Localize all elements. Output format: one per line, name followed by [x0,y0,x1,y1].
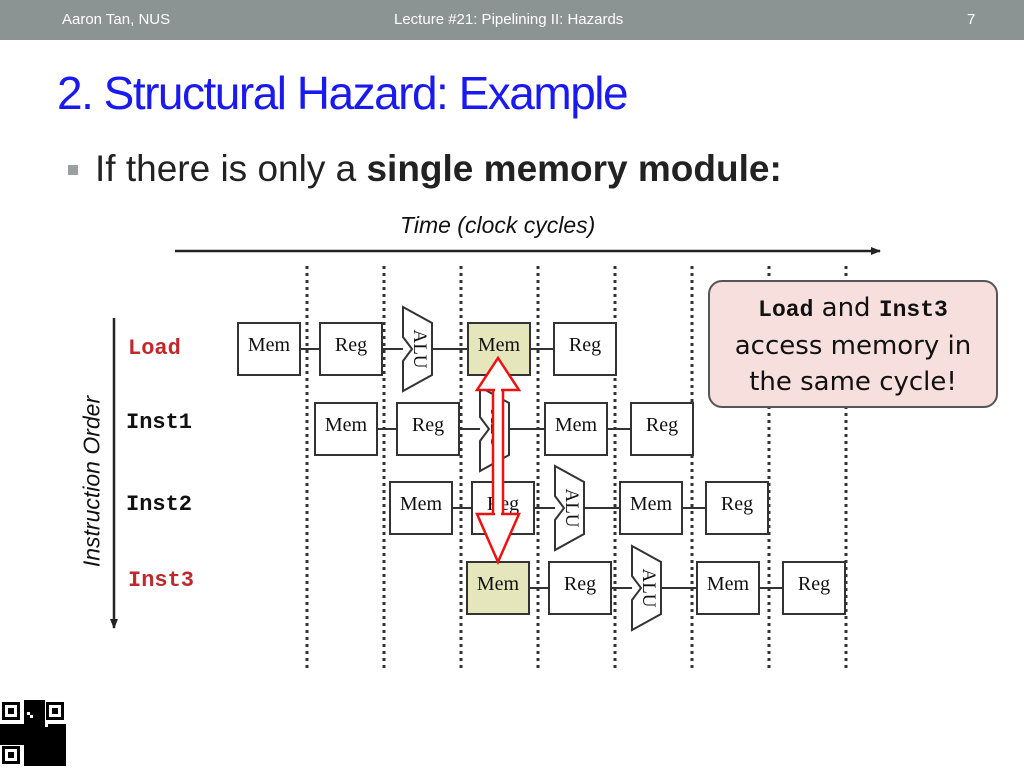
callout-line3: the same cycle! [749,367,957,397]
bullet-prefix: If there is only a [95,148,367,189]
svg-text:Reg: Reg [412,414,444,436]
svg-text:Reg: Reg [335,334,367,356]
stage-mem-data: Mem [544,402,608,456]
svg-text:ALU: ALU [638,568,659,607]
time-axis-label: Time (clock cycles) [400,212,596,238]
stage-reg-read: Reg [548,561,612,615]
svg-text:Mem: Mem [707,573,750,595]
stage-reg-read: Reg [396,402,460,456]
lecture-label: Lecture #21: Pipelining II: Hazards [394,11,624,28]
qr-code-icon [0,700,66,766]
slide-title: 2. Structural Hazard: Example [57,67,629,119]
bullet-bold: single memory module: [366,148,782,189]
stage-mem-if: Mem [389,481,453,535]
svg-text:Mem: Mem [248,334,291,356]
svg-text:ALU: ALU [409,329,430,368]
stage-reg-write: Reg [630,402,694,456]
svg-text:ALU: ALU [561,488,582,527]
instruction-label: Load [128,336,181,361]
callout-box: Load and Inst3 access memory in the same… [708,280,998,408]
page-number: 7 [967,11,976,28]
svg-text:Mem: Mem [477,573,520,595]
pipeline-row: Mem Reg ALU Mem Reg [237,305,617,393]
instruction-label: Inst3 [128,568,195,593]
callout-inst3: Inst3 [878,297,948,323]
svg-text:Reg: Reg [564,573,596,595]
stage-mem-if: Mem [314,402,378,456]
bullet-text: If there is only a single memory module: [95,148,782,190]
stage-reg-write: Reg [705,481,769,535]
stage-mem-data: Mem [696,561,760,615]
stage-mem-data: Mem [619,481,683,535]
stage-mem-if: Mem [466,561,530,615]
svg-text:Mem: Mem [555,414,598,436]
svg-text:Reg: Reg [646,414,678,436]
order-axis-label: Instruction Order [78,395,105,568]
svg-text:Mem: Mem [325,414,368,436]
callout-line2: access memory in [734,331,972,361]
stage-alu: ALU [402,305,433,393]
callout-and: and [813,293,879,323]
svg-text:Reg: Reg [798,573,830,595]
svg-text:Mem: Mem [400,493,443,515]
instruction-label: Inst1 [126,410,193,435]
stage-reg-read: Reg [319,322,383,376]
svg-text:Reg: Reg [721,493,753,515]
bullet-icon [68,165,78,175]
pipeline-row: Mem Reg ALU Mem Reg [466,544,846,632]
stage-reg-write: Reg [553,322,617,376]
stage-alu: ALU [554,464,585,552]
instruction-label: Inst2 [126,492,193,517]
stage-mem-if: Mem [237,322,301,376]
svg-text:Mem: Mem [478,334,521,356]
stage-alu: ALU [631,544,662,632]
svg-text:Reg: Reg [569,334,601,356]
callout-load: Load [758,297,814,323]
conflict-arrow [474,355,522,566]
slide-header: Aaron Tan, NUS Lecture #21: Pipelining I… [0,0,1024,40]
author-label: Aaron Tan, NUS [62,11,171,28]
stage-reg-write: Reg [782,561,846,615]
svg-text:Mem: Mem [630,493,673,515]
